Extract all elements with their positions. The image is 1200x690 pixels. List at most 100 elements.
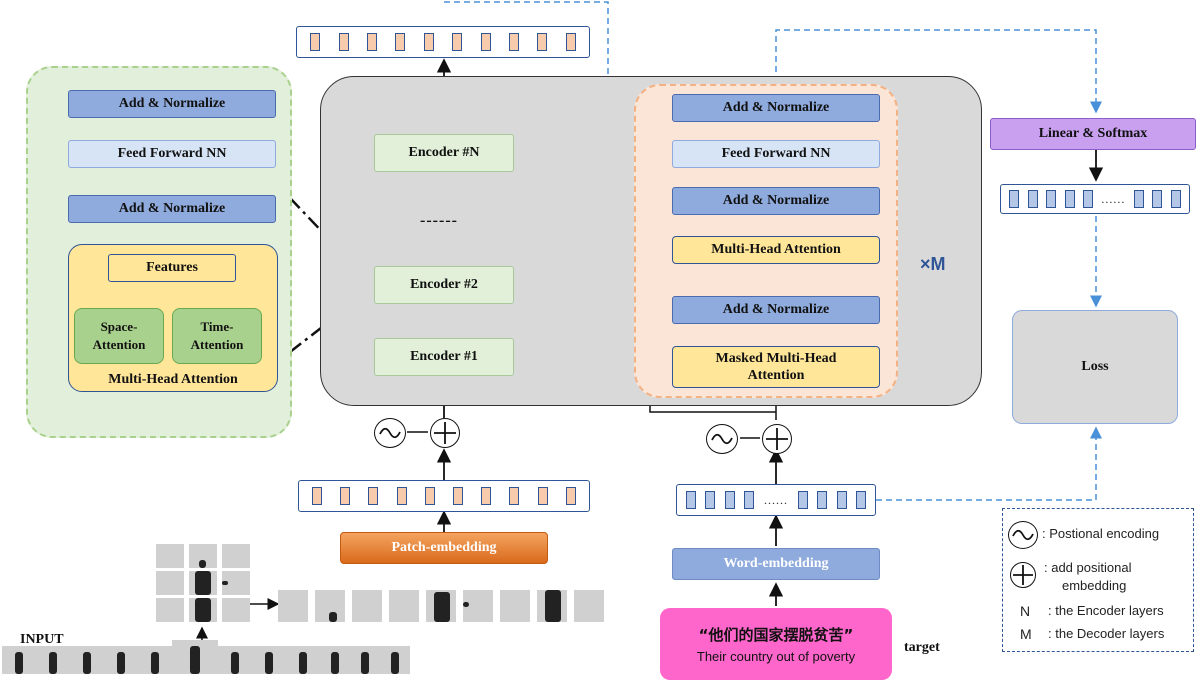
target-sentence-box: “他们的国家摆脱贫苦” Their country out of poverty — [660, 608, 892, 680]
patch-image — [463, 590, 493, 622]
patch-image — [156, 571, 184, 595]
token-cell — [423, 33, 434, 51]
input-label: INPUT — [20, 632, 64, 647]
token-cell — [396, 487, 407, 505]
strip-ellipsis: ...... — [1101, 191, 1126, 206]
legend-n-key: N — [1020, 603, 1031, 619]
token-cell — [836, 491, 847, 509]
token-cell — [797, 491, 808, 509]
encoder-ellipsis: ------ — [420, 212, 458, 229]
encoder-1: Encoder #1 — [374, 338, 514, 376]
legend-n-desc: : the Encoder layers — [1048, 603, 1164, 618]
video-frame — [286, 646, 320, 674]
patch-embedding-strip — [298, 480, 590, 512]
loss-box: Loss — [1012, 310, 1178, 424]
token-cell — [368, 487, 379, 505]
legend-m-desc: : the Decoder layers — [1048, 626, 1165, 641]
add-positional-icon — [1010, 562, 1036, 588]
patch-image — [352, 590, 382, 622]
detail-add-normalize-top: Add & Normalize — [68, 90, 276, 118]
output-probability-strip: ...... — [1000, 184, 1190, 214]
patch-image — [315, 590, 345, 622]
patch-image — [389, 590, 419, 622]
video-frame — [380, 646, 410, 674]
token-cell — [338, 33, 349, 51]
decoder-add-normalize-low: Add & Normalize — [672, 296, 880, 324]
token-cell — [1046, 190, 1057, 208]
word-embedding-strip: ...... — [676, 484, 876, 516]
patch-embedding-box: Patch-embedding — [340, 532, 548, 564]
token-cell — [452, 33, 463, 51]
patch-image — [156, 598, 184, 622]
detail-feed-forward: Feed Forward NN — [68, 140, 276, 168]
token-cell — [1133, 190, 1144, 208]
token-cell — [366, 33, 377, 51]
strip-ellipsis: ...... — [763, 492, 788, 507]
legend-positional: : Postional encoding — [1042, 526, 1160, 541]
token-cell — [1027, 190, 1038, 208]
token-cell — [685, 491, 696, 509]
token-cell — [537, 487, 548, 505]
patch-image — [222, 544, 250, 568]
video-frame — [218, 646, 252, 674]
patch-image — [189, 598, 217, 622]
token-cell — [705, 491, 716, 509]
detail-multi-head-label: Multi-Head Attention — [108, 372, 238, 387]
patch-image — [278, 590, 308, 622]
token-cell — [1009, 190, 1020, 208]
token-cell — [537, 33, 548, 51]
token-cell — [1170, 190, 1181, 208]
patch-image — [222, 598, 250, 622]
encoder-output-strip — [296, 26, 590, 58]
target-english: Their country out of poverty — [696, 649, 856, 664]
detail-add-normalize-mid: Add & Normalize — [68, 195, 276, 223]
features-box: Features — [108, 254, 236, 282]
patch-image — [574, 590, 604, 622]
token-cell — [481, 487, 492, 505]
video-frame — [350, 646, 380, 674]
target-label: target — [904, 640, 940, 655]
token-cell — [310, 33, 321, 51]
decoder-add-normalize-top: Add & Normalize — [672, 94, 880, 122]
token-cell — [508, 33, 519, 51]
flattened-patches — [278, 590, 604, 622]
video-frame-selected — [172, 640, 218, 674]
patch-image — [500, 590, 530, 622]
video-frame — [138, 646, 172, 674]
legend-add-positional-2: embedding — [1062, 578, 1127, 593]
token-cell — [565, 33, 576, 51]
token-cell — [340, 487, 351, 505]
patch-image — [156, 544, 184, 568]
positional-encoding-icon — [1008, 521, 1038, 549]
input-frames — [2, 640, 412, 674]
token-cell — [1064, 190, 1075, 208]
linear-softmax-box: Linear & Softmax — [990, 118, 1196, 150]
patch-image — [189, 571, 217, 595]
token-cell — [724, 491, 735, 509]
masked-multi-head-attention: Masked Multi-Head Attention — [672, 346, 880, 388]
space-attention-box: Space- Attention — [74, 308, 164, 364]
word-embedding-box: Word-embedding — [672, 548, 880, 580]
legend-m-key: M — [1020, 626, 1032, 642]
patch-image — [222, 571, 250, 595]
token-cell — [509, 487, 520, 505]
encoder-n: Encoder #N — [374, 134, 514, 172]
token-cell — [1152, 190, 1163, 208]
video-frame — [2, 646, 36, 674]
token-cell — [817, 491, 828, 509]
token-cell — [453, 487, 464, 505]
token-cell — [480, 33, 491, 51]
patch-grid — [156, 544, 250, 622]
target-chinese: “他们的国家摆脱贫苦” — [698, 626, 854, 644]
decoder-feed-forward: Feed Forward NN — [672, 140, 880, 168]
patch-image — [426, 590, 456, 622]
video-frame — [36, 646, 70, 674]
token-cell — [424, 487, 435, 505]
time-attention-box: Time- Attention — [172, 308, 262, 364]
video-frame — [252, 646, 286, 674]
positional-encoding-icon — [706, 424, 738, 454]
patch-image — [537, 590, 567, 622]
video-frame — [70, 646, 104, 674]
token-cell — [312, 487, 323, 505]
